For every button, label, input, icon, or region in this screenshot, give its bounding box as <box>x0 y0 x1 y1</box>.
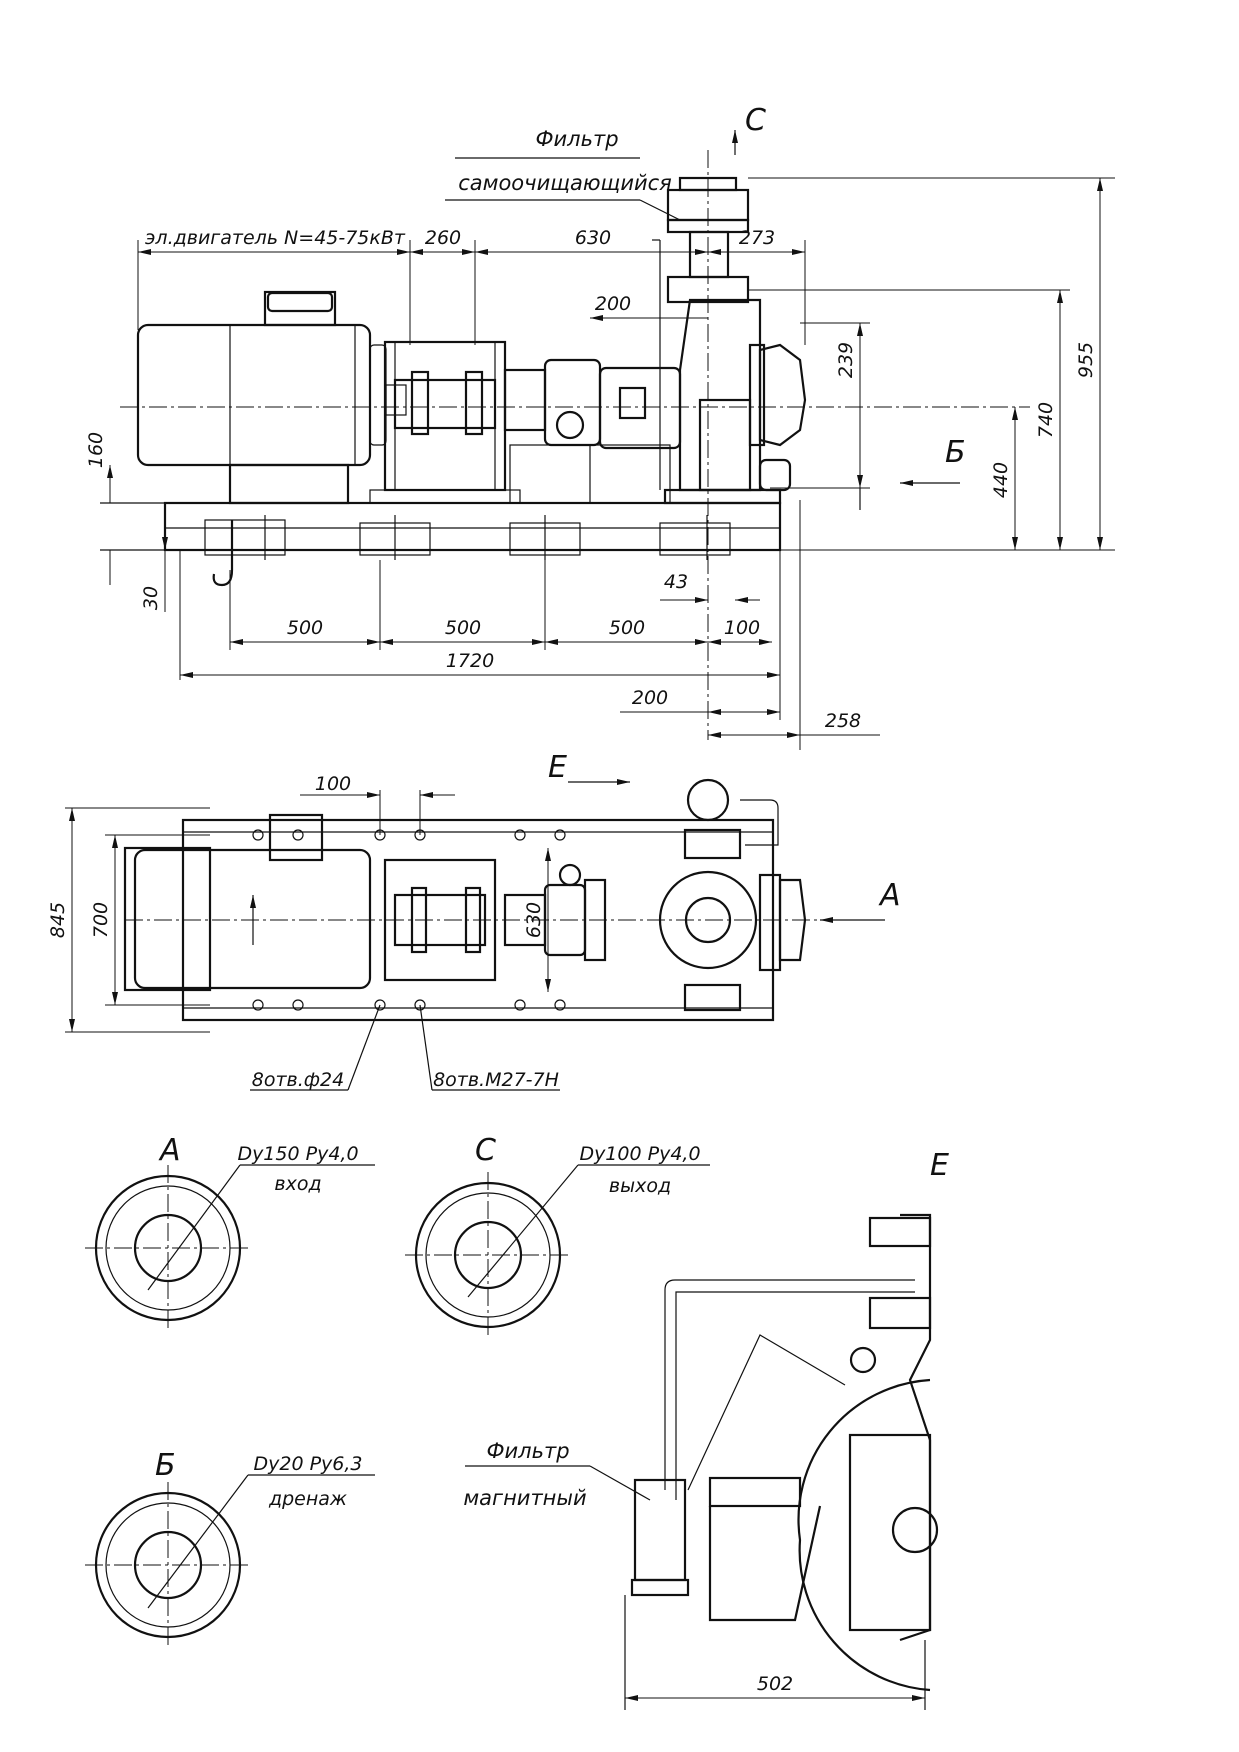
dim-500-c: 500 <box>609 617 645 639</box>
flange-view-c: С Dy100 Py4,0 выход <box>405 1133 710 1338</box>
plan-view: 100 Е А 845 700 630 8отв.ф24 8отв.М27-7Н <box>47 750 901 1091</box>
dim-239: 239 <box>835 342 857 378</box>
dim-700: 700 <box>90 902 112 938</box>
flange-view-b: Б Dy20 Py6,3 дренаж <box>85 1448 375 1648</box>
dim-200-bottom: 200 <box>632 687 668 709</box>
filter-self-label-2: самоочищающийся <box>458 171 672 195</box>
view-e-marker: Е <box>548 750 567 785</box>
dim-43: 43 <box>664 571 688 593</box>
dim-200-top: 200 <box>595 293 631 315</box>
dim-258: 258 <box>825 710 861 732</box>
view-b-marker: Б <box>945 435 966 470</box>
flange-c-name: выход <box>609 1175 671 1197</box>
view-b-title: Б <box>155 1448 176 1483</box>
filter-self-label-1: Фильтр <box>535 127 618 151</box>
dim-630-plan: 630 <box>523 902 545 938</box>
dim-273: 273 <box>739 227 775 249</box>
dim-440: 440 <box>990 462 1012 498</box>
foundation-bolts <box>204 515 731 587</box>
dim-160: 160 <box>85 432 107 468</box>
flange-c-spec: Dy100 Py4,0 <box>579 1143 700 1165</box>
view-a-marker: А <box>878 878 901 913</box>
coupling-guard <box>369 340 521 504</box>
flange-b-name: дренаж <box>268 1488 347 1510</box>
dim-100-plan: 100 <box>315 773 351 795</box>
dim-30: 30 <box>140 586 162 610</box>
dim-1720: 1720 <box>446 650 494 672</box>
dim-740: 740 <box>1035 402 1057 438</box>
base-frame <box>163 501 782 552</box>
side-view: Фильтр самоочищающийся С эл.двигатель N=… <box>85 103 1115 750</box>
flange-view-a: А Dy150 Py4,0 вход <box>85 1133 375 1330</box>
pump-volute <box>663 298 807 505</box>
view-c-title: С <box>475 1133 496 1168</box>
dim-502: 502 <box>757 1673 793 1695</box>
motor-label: эл.двигатель N=45-75кВт <box>145 227 406 249</box>
dim-845: 845 <box>47 902 69 938</box>
view-e-title: Е <box>930 1148 949 1183</box>
holes-d24-label: 8отв.ф24 <box>252 1069 344 1091</box>
pump-bearing-housing <box>503 358 682 504</box>
view-a-title: А <box>158 1133 181 1168</box>
dim-630-top: 630 <box>575 227 611 249</box>
dim-100-bottom: 100 <box>724 617 760 639</box>
filter-mag-label-2: магнитный <box>463 1486 586 1510</box>
holes-m27-label: 8отв.М27-7Н <box>433 1069 559 1091</box>
flange-a-name: вход <box>274 1173 321 1195</box>
flange-a-spec: Dy150 Py4,0 <box>237 1143 358 1165</box>
electric-motor <box>136 290 407 505</box>
filter-mag-label-1: Фильтр <box>486 1439 569 1463</box>
view-c-marker: С <box>745 103 766 138</box>
dim-500-b: 500 <box>445 617 481 639</box>
view-e-detail: Е Фильтр магнитный 502 <box>463 1148 949 1710</box>
lifting-hook <box>212 520 234 587</box>
flange-b-spec: Dy20 Py6,3 <box>253 1453 362 1475</box>
dim-260: 260 <box>425 227 461 249</box>
dim-500-a: 500 <box>287 617 323 639</box>
dim-955: 955 <box>1075 342 1097 378</box>
